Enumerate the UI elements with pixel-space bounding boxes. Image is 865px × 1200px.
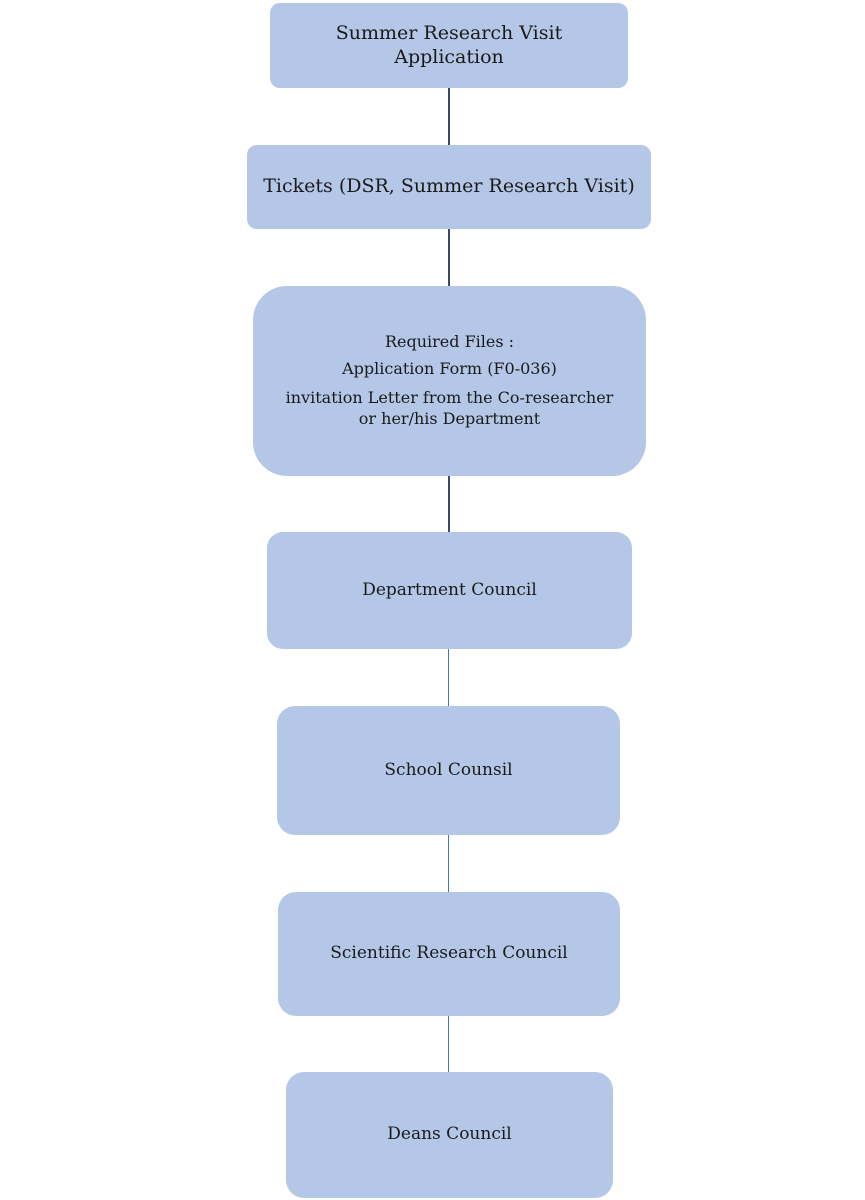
required-file-item: invitation Letter from the Co-researcher… (285, 388, 614, 428)
connector-line (448, 229, 450, 286)
step-scientific-research-council-box: Scientific Research Council (278, 892, 620, 1016)
connector-line (448, 649, 449, 706)
step-deans-council-box: Deans Council (286, 1072, 613, 1198)
step-application-box: Summer Research Visit Application (270, 3, 628, 88)
required-file-item: Application Form (F0-036) (342, 359, 557, 379)
step-deans-council-label: Deans Council (387, 1124, 512, 1145)
step-department-council-label: Department Council (362, 579, 537, 600)
step-scientific-research-council-label: Scientific Research Council (330, 943, 568, 964)
connector-line (448, 88, 450, 145)
step-school-counsil-box: School Counsil (277, 706, 620, 835)
connector-line (448, 1016, 449, 1072)
step-school-counsil-label: School Counsil (384, 759, 513, 780)
step-tickets-box: Tickets (DSR, Summer Research Visit) (247, 145, 651, 229)
step-application-label: Summer Research Visit Application (335, 21, 563, 68)
step-tickets-label: Tickets (DSR, Summer Research Visit) (263, 175, 635, 198)
step-required-files-box: Required Files : Application Form (F0-03… (253, 286, 646, 476)
required-files-title: Required Files : (384, 332, 515, 352)
step-department-council-box: Department Council (267, 532, 632, 649)
connector-line (448, 835, 449, 892)
connector-line (448, 476, 450, 532)
